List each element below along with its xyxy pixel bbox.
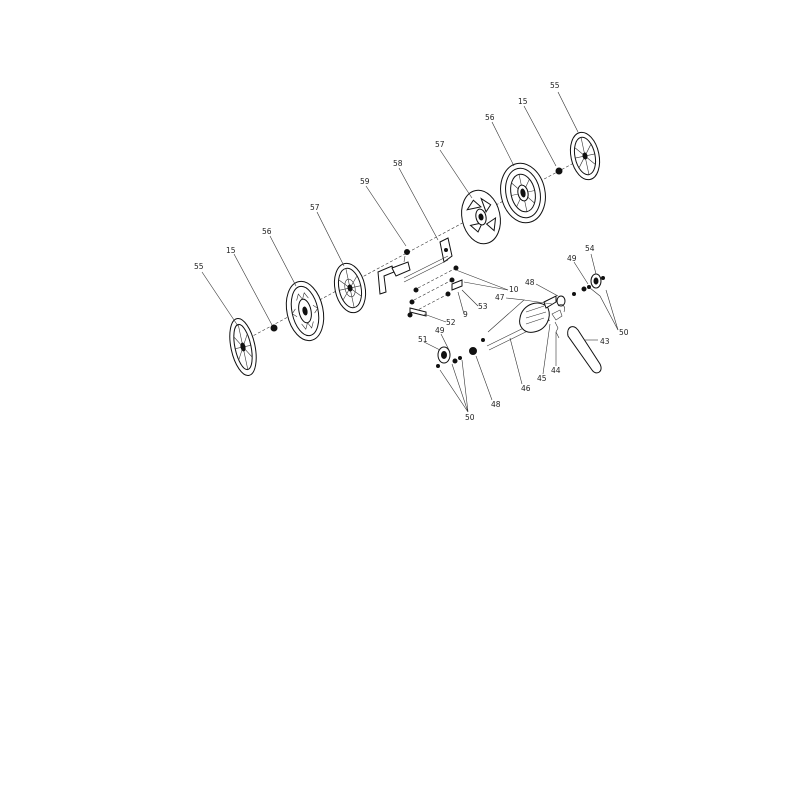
callout-45: 45 [537,374,547,383]
drive-axle-assembly [469,292,576,355]
callout-55-right: 55 [550,81,560,90]
callout-49-left: 49 [435,326,445,335]
callout-15-right: 15 [518,97,528,106]
height-adjust-lever [377,249,411,295]
callout-57-left: 57 [310,203,320,212]
callout-59: 59 [360,177,370,186]
callout-15-left: 15 [226,246,236,255]
drive-belt [567,326,602,374]
callout-50-left: 50 [465,413,475,422]
mounting-hardware [407,265,463,318]
callout-55-left: 55 [194,262,204,271]
callout-56-left: 56 [262,227,272,236]
axle-bracket [403,237,453,283]
callout-52: 52 [446,318,456,327]
callout-47: 47 [495,293,505,302]
callout-58: 58 [393,159,403,168]
wheel-left [285,280,325,342]
wheel-insert-right [461,189,501,245]
callout-50-right: 50 [619,328,629,337]
wheel-cover-left [229,318,257,376]
wheel-right [500,162,546,224]
nut-right [555,167,563,175]
callout-53: 53 [478,302,488,311]
callout-10: 10 [509,285,519,294]
callout-44: 44 [551,366,561,375]
callout-51: 51 [418,335,428,344]
wheel-cover-right [569,131,601,181]
gear-cluster-left [436,346,462,368]
leader-lines [201,91,619,413]
clip-and-spring [551,304,565,339]
callout-48-right: 48 [525,278,535,287]
callout-57-right: 57 [435,140,445,149]
callout-48-left: 48 [491,400,501,409]
callout-49-right: 49 [567,254,577,263]
callout-43: 43 [600,337,610,346]
callout-56-right: 56 [485,113,495,122]
gear-cluster-right [581,273,605,292]
wheel-insert-left [333,262,367,314]
callout-labels: 55 15 56 57 59 58 57 56 15 55 54 49 48 4… [194,81,629,422]
callout-54: 54 [585,244,595,253]
callout-9: 9 [463,310,468,319]
nut-left [270,324,278,332]
callout-46: 46 [521,384,531,393]
